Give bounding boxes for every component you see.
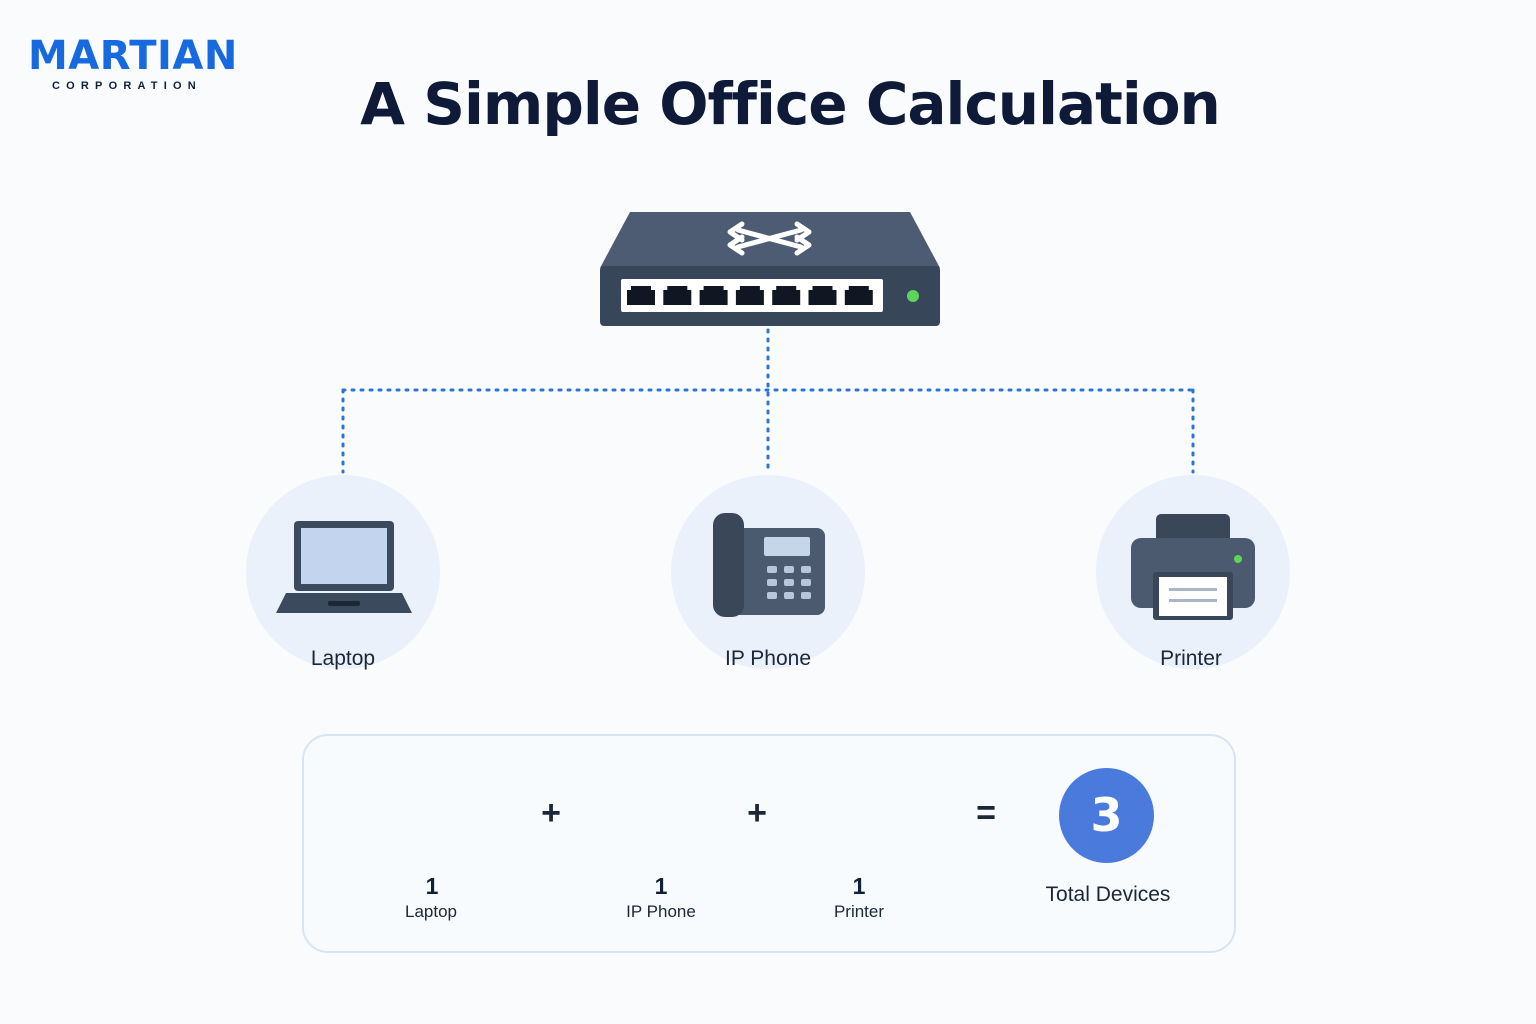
switch-port [844,286,873,305]
brand-tagline: CORPORATION [52,80,202,92]
device-label-ip-phone: IP Phone [724,647,812,670]
count-laptop: 1 [425,873,439,899]
device-ip-phone [671,475,865,669]
switch-arrows-icon [727,221,812,256]
switch-port [808,286,837,305]
connection-lines [341,328,1195,474]
count-ip-phone: 1 [654,873,668,899]
status-led [907,290,919,302]
laptop-icon [276,521,412,613]
count-label-laptop: Laptop [405,902,457,921]
total-label: Total Devices [1045,883,1171,906]
device-laptop [246,475,440,669]
plus-operator: + [747,794,767,832]
brand-name: MARTIAN [28,33,238,79]
page-title: A Simple Office Calculation [360,70,1221,138]
brand-logo: MARTIAN CORPORATION [28,33,238,92]
ip-phone-icon [713,513,825,617]
plus-operator: + [541,794,561,832]
switch-port [699,286,728,305]
device-printer [1096,475,1290,669]
switch-port [772,286,801,305]
device-label-printer: Printer [1160,647,1222,670]
device-label-laptop: Laptop [310,647,376,670]
network-switch-icon [600,212,940,326]
switch-port [735,286,764,305]
switch-port [627,286,655,305]
total-count-badge: 3 [1059,768,1154,863]
count-label-ip-phone: IP Phone [626,902,696,921]
switch-port [663,286,692,305]
equals-operator: = [976,794,996,832]
count-printer: 1 [852,873,866,899]
count-label-printer: Printer [833,902,885,921]
